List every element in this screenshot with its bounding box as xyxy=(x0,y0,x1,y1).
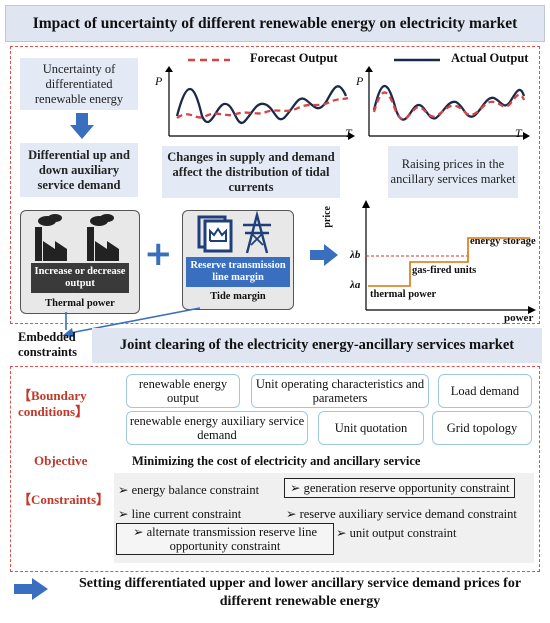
impact-section xyxy=(10,46,540,324)
differential-box: Differential up and down auxiliary servi… xyxy=(20,143,138,197)
boundary-unit-characteristics: Unit operating characteristics and param… xyxy=(251,374,429,408)
right-axis-p: P xyxy=(356,74,364,88)
tide-margin-card: Reserve transmission line margin Tide ma… xyxy=(182,210,294,310)
output-chart-left xyxy=(165,66,355,140)
left-axis-t: T xyxy=(345,126,352,140)
boundary-renewable-output: renewable energy output xyxy=(126,374,240,408)
plus-icon: + xyxy=(144,234,173,274)
price-xlabel: power xyxy=(504,312,534,324)
left-axis-p: P xyxy=(155,74,163,88)
constraint-line-current: ➢ line current constraint xyxy=(118,507,242,521)
changes-text: Changes in supply and demand affect the … xyxy=(167,149,335,194)
thermal-caption: Thermal power xyxy=(45,298,115,309)
tide-caption: Tide margin xyxy=(210,291,266,302)
raising-prices-text: Raising prices in the ancillary services… xyxy=(390,157,516,186)
differential-text: Differential up and down auxiliary servi… xyxy=(28,147,130,192)
forecast-legend-swatch xyxy=(188,58,230,62)
uncertainty-box: Uncertainty of differentiated renewable … xyxy=(20,58,138,110)
objective-text: Minimizing the cost of electricity and a… xyxy=(132,454,421,468)
right-arrow-icon xyxy=(310,244,338,266)
step-gas-label: gas-fired units xyxy=(412,265,477,276)
step-thermal-label: thermal power xyxy=(370,289,437,300)
forecast-legend-label: Forecast Output xyxy=(250,51,338,65)
factory-icon xyxy=(35,214,119,261)
constraint-energy-balance: ➢ energy balance constraint xyxy=(118,483,260,497)
lambda-a-label: λa xyxy=(350,279,361,291)
price-ylabel: price xyxy=(322,206,333,228)
right-axis-t: T xyxy=(515,126,522,140)
price-stack-chart xyxy=(362,200,536,314)
tide-label: Reserve transmission line margin xyxy=(186,257,290,287)
boundary-load-demand: Load demand xyxy=(438,374,532,408)
lambda-b-label: λb xyxy=(350,249,361,261)
output-chart-right xyxy=(365,66,530,140)
constraint-unit-output: ➢ unit output constraint xyxy=(336,526,457,540)
raising-prices-box: Raising prices in the ancillary services… xyxy=(388,146,518,198)
constraint-reserve-auxiliary: ➢ reserve auxiliary service demand const… xyxy=(286,507,517,521)
objective-label: Objective xyxy=(34,453,88,468)
uncertainty-text: Uncertainty of differentiated renewable … xyxy=(34,61,124,106)
constraint-alternate-transmission: ➢ alternate transmission reserve line op… xyxy=(116,523,334,555)
thermal-power-card: Increase or decrease output Thermal powe… xyxy=(20,210,140,314)
thermal-label: Increase or decrease output xyxy=(31,263,129,293)
actual-legend-swatch xyxy=(394,58,440,62)
constraints-label: 【Constraints】 xyxy=(18,492,110,507)
step-storage-label: energy storage xyxy=(470,236,536,247)
footer-arrow-icon xyxy=(14,578,48,600)
market-model-section xyxy=(10,366,540,572)
actual-legend-label: Actual Output xyxy=(451,51,529,65)
down-arrow-icon xyxy=(70,113,94,139)
page-title: Impact of uncertainty of different renew… xyxy=(5,5,545,42)
joint-clearing-bar: Joint clearing of the electricity energy… xyxy=(92,328,542,363)
constraint-generation-reserve: ➢ generation reserve opportunity constra… xyxy=(284,478,516,498)
footer-conclusion: Setting differentiated upper and lower a… xyxy=(78,576,522,609)
changes-box: Changes in supply and demand affect the … xyxy=(162,146,340,198)
joint-clearing-text: Joint clearing of the electricity energy… xyxy=(119,337,515,353)
transmission-tower-icon xyxy=(197,211,271,254)
boundary-auxiliary-demand: renewable energy auxiliary service deman… xyxy=(126,411,308,445)
boundary-unit-quotation: Unit quotation xyxy=(318,411,424,445)
boundary-grid-topology: Grid topology xyxy=(432,411,532,445)
embedded-constraints-label: Embedded constraints xyxy=(18,330,78,359)
boundary-label: 【Boundary conditions】 xyxy=(18,388,89,419)
